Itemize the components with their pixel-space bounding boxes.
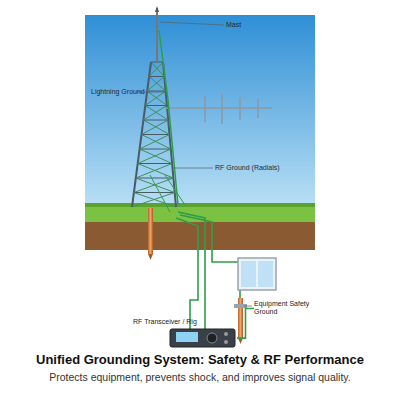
transceiver-display [176,332,198,342]
diagram-caption: Protects equipment, prevents shock, and … [0,371,400,383]
tuning-knob [207,333,217,343]
window-frame [238,258,276,290]
lattice-tower [132,62,176,207]
buried-wire [176,218,198,329]
tower-ground-rod [148,208,153,254]
part-label: RF Ground (Radials) [215,164,280,172]
ground-wire [237,309,254,339]
soil [85,222,315,250]
mast-tip [155,6,159,12]
mast-pole [156,8,158,62]
node-label: RF Transceiver / Rig [133,318,233,326]
diagram-title: Unified Grounding System: Safety & RF Pe… [0,352,400,367]
rod-tip [148,254,153,260]
sky-panel [85,15,315,215]
transceiver-node: RF Transceiver / Rig [133,318,237,349]
window-pane [258,261,273,287]
part-label: Lightning Ground [91,88,145,96]
rf-radial-wire [150,175,185,212]
yagi-antenna [165,94,272,124]
small-knob [224,340,228,344]
part-label: Mast [226,21,241,29]
transceiver-body [170,329,235,347]
grass-edge [85,203,315,207]
small-knob [224,332,228,336]
buried-wire [178,212,205,329]
ground-node: Equipment Safety Ground [254,300,316,317]
window-pane [241,261,256,287]
lightning-ground-wire [159,30,178,205]
node-label: Equipment Safety Ground [254,300,316,316]
buried-wire [180,215,240,300]
